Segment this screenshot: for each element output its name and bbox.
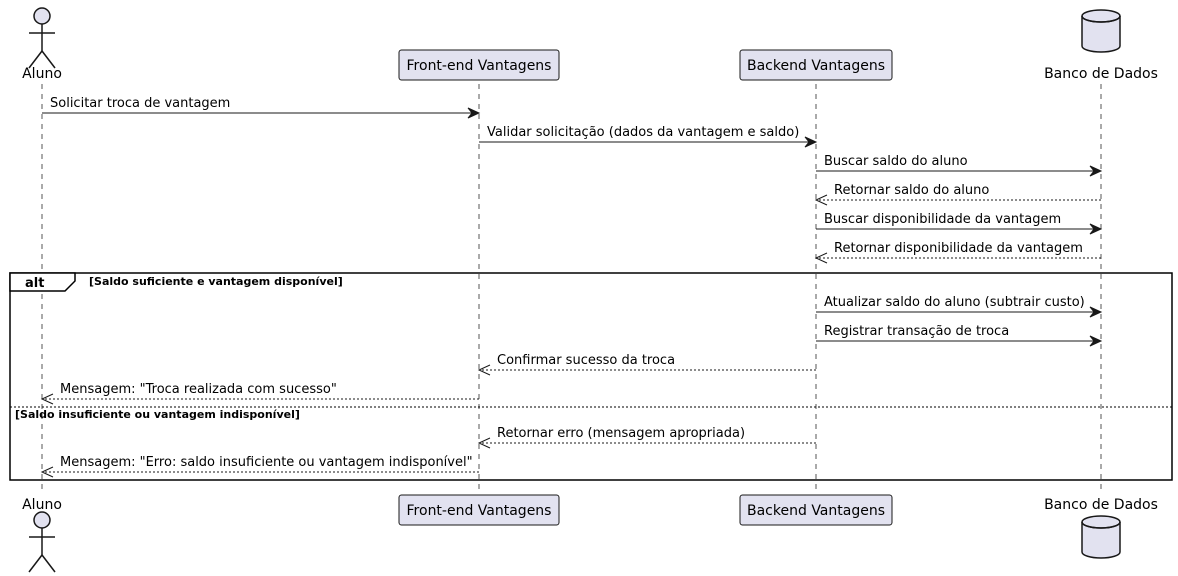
filled-arrowhead-icon (467, 107, 481, 119)
participant-label: Backend Vantagens (747, 503, 885, 519)
message-3: Buscar saldo do aluno (816, 154, 1103, 177)
actor-icon (28, 511, 56, 573)
database-icon (1081, 515, 1121, 559)
open-arrowhead-icon (814, 252, 828, 264)
participant-box (739, 49, 893, 81)
filled-arrowhead-icon (1089, 165, 1103, 177)
participant-backend-top: Backend Vantagens (739, 49, 893, 81)
actor-icon (28, 7, 56, 69)
alt-fragment: alt [Saldo suficiente e vantagem disponív… (9, 272, 1173, 481)
open-arrowhead-icon (814, 194, 828, 206)
message-label: Retornar saldo do aluno (834, 183, 989, 198)
participant-label: Aluno (22, 497, 62, 513)
filled-arrowhead-icon (1089, 335, 1103, 347)
else-condition: [Saldo insuficiente ou vantagem indispon… (15, 408, 300, 421)
message-6: Retornar disponibilidade da vantagem (814, 241, 1101, 264)
message-label: Retornar disponibilidade da vantagem (834, 241, 1083, 256)
alt-keyword: alt (25, 276, 44, 291)
participant-db-bottom: Banco de Dados (1044, 497, 1158, 559)
message-label: Buscar disponibilidade da vantagem (824, 212, 1061, 227)
participant-label: Aluno (22, 66, 62, 82)
open-arrowhead-icon (477, 437, 491, 449)
message-10: Mensagem: "Troca realizada com sucesso" (40, 382, 479, 405)
participant-aluno-top: Aluno (22, 7, 62, 82)
filled-arrowhead-icon (1089, 306, 1103, 318)
message-9: Confirmar sucesso da troca (477, 353, 816, 376)
participant-label: Front-end Vantagens (407, 58, 552, 74)
message-label: Mensagem: "Troca realizada com sucesso" (60, 382, 337, 397)
participant-label: Banco de Dados (1044, 497, 1158, 513)
alt-frame-border (9, 272, 1173, 481)
message-label: Atualizar saldo do aluno (subtrair custo… (824, 295, 1085, 310)
message-label: Retornar erro (mensagem apropriada) (497, 426, 745, 441)
participant-box (739, 494, 893, 526)
message-label: Validar solicitação (dados da vantagem e… (487, 125, 799, 140)
message-label: Buscar saldo do aluno (824, 154, 968, 169)
message-7: Atualizar saldo do aluno (subtrair custo… (816, 295, 1103, 318)
alt-frame-tab (9, 272, 76, 292)
message-label: Registrar transação de troca (824, 324, 1009, 339)
message-4: Retornar saldo do aluno (814, 183, 1101, 206)
alt-condition: [Saldo suficiente e vantagem disponível] (89, 275, 343, 288)
message-5: Buscar disponibilidade da vantagem (816, 212, 1103, 235)
open-arrowhead-icon (40, 466, 54, 478)
participant-frontend-bottom: Front-end Vantagens (398, 494, 560, 526)
message-2: Validar solicitação (dados da vantagem e… (479, 125, 818, 148)
filled-arrowhead-icon (1089, 223, 1103, 235)
message-label: Confirmar sucesso da troca (497, 353, 675, 368)
message-11: Retornar erro (mensagem apropriada) (477, 426, 816, 449)
message-label: Mensagem: "Erro: saldo insuficiente ou v… (60, 455, 473, 470)
database-icon (1081, 9, 1121, 53)
open-arrowhead-icon (477, 364, 491, 376)
participant-frontend-top: Front-end Vantagens (398, 49, 560, 81)
participant-backend-bottom: Backend Vantagens (739, 494, 893, 526)
participant-label: Backend Vantagens (747, 58, 885, 74)
participant-label: Front-end Vantagens (407, 503, 552, 519)
open-arrowhead-icon (40, 393, 54, 405)
participant-aluno-bottom: Aluno (22, 497, 62, 573)
participant-box (398, 49, 560, 81)
message-1: Solicitar troca de vantagem (42, 96, 481, 119)
participant-box (398, 494, 560, 526)
message-12: Mensagem: "Erro: saldo insuficiente ou v… (40, 455, 479, 478)
filled-arrowhead-icon (804, 136, 818, 148)
participant-label: Banco de Dados (1044, 66, 1158, 82)
message-8: Registrar transação de troca (816, 324, 1103, 347)
participant-db-top: Banco de Dados (1044, 9, 1158, 82)
message-label: Solicitar troca de vantagem (50, 96, 230, 111)
